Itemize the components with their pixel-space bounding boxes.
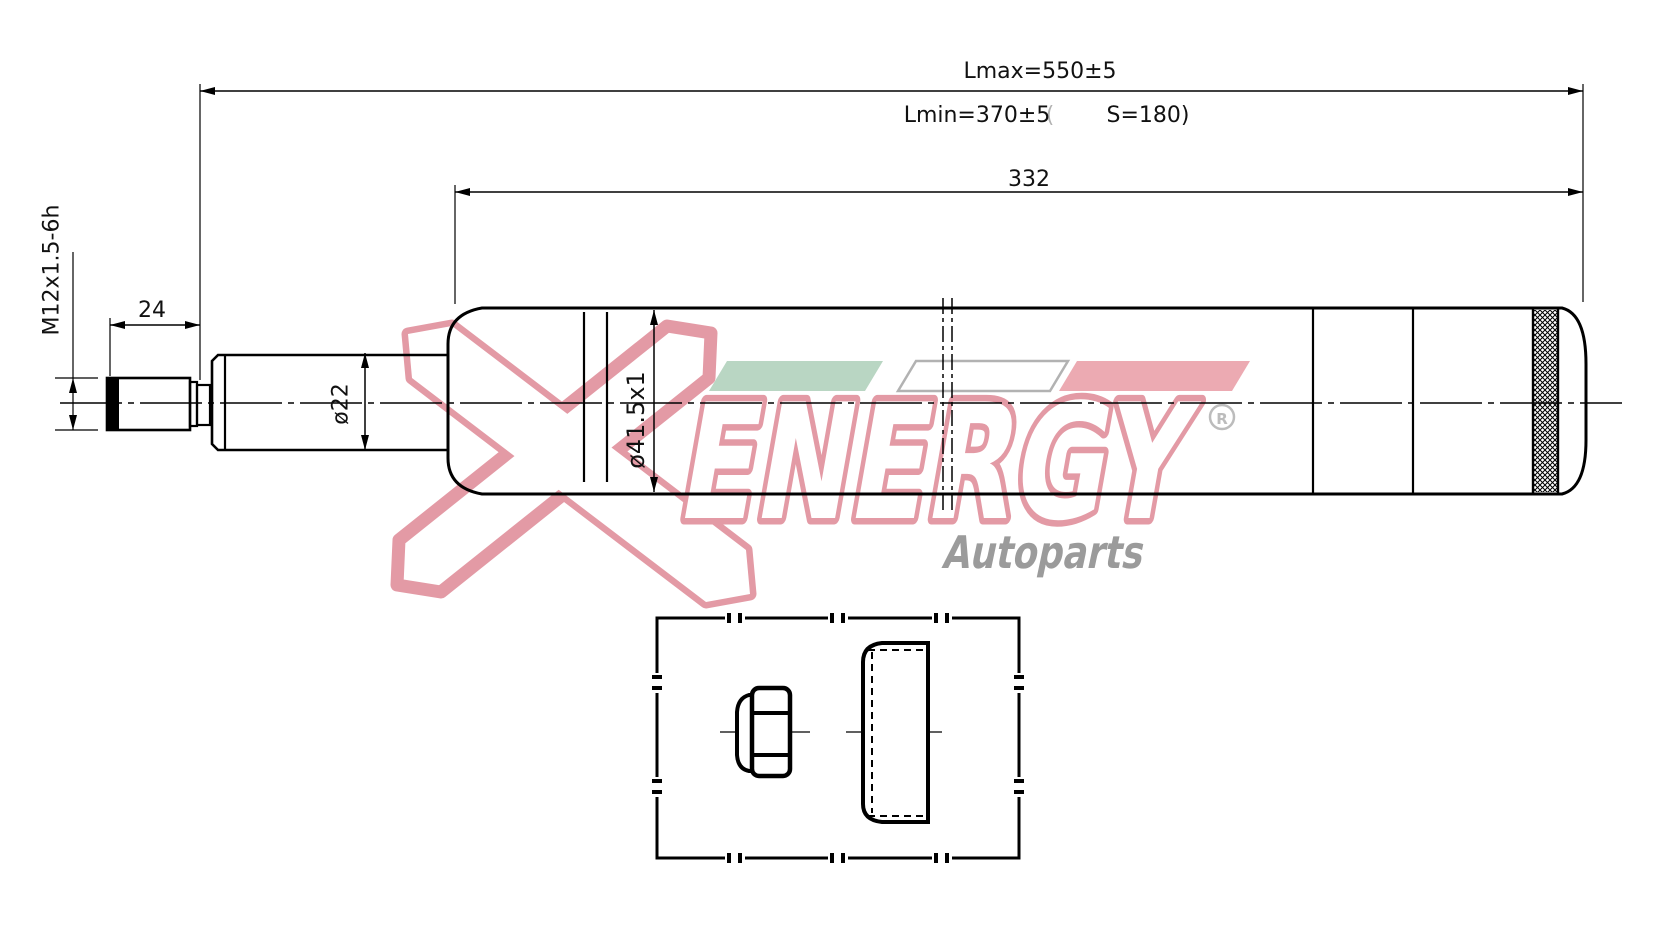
logo-tagline-group: Autoparts	[939, 526, 1150, 578]
logo-stripe-white	[895, 359, 1071, 393]
reservoir-tube	[446, 306, 1588, 496]
nut-body	[749, 685, 793, 779]
knurl-band-edges	[1531, 309, 1560, 494]
stroke-note-paren: (	[1046, 103, 1055, 128]
registered-mark-icon: R	[1208, 403, 1236, 431]
logo-stripe-green	[709, 361, 883, 391]
cap-outline	[861, 641, 930, 824]
tube-seam-lines	[582, 312, 609, 482]
logo-x-mark	[390, 319, 757, 609]
accessory-kit-box	[650, 611, 1026, 865]
tube-diameter-label: ø41.5x1	[622, 371, 650, 469]
stud-thread-relief	[107, 378, 119, 430]
dimension-labels: Lmax=550±5 Lmin=370±5 ( S=180) 332 24 M1…	[40, 59, 1190, 469]
cap-hidden-lines	[868, 649, 924, 817]
lmin-label: Lmin=370±5	[904, 103, 1051, 128]
xenergy-logo-watermark: ENERGY R Autoparts	[390, 319, 1250, 609]
protection-cap	[846, 641, 942, 824]
stud-ext-ticks	[55, 377, 98, 431]
shock-absorber-outline	[60, 298, 1622, 513]
registered-mark-letter: R	[1216, 410, 1228, 428]
nut-facet-lines	[752, 711, 790, 757]
rod-diameter-label: ø22	[329, 383, 354, 424]
logo-tagline: Autoparts	[939, 526, 1150, 578]
thread-spec-label: M12x1.5-6h	[40, 205, 65, 336]
dimension-arrowheads	[69, 87, 1583, 492]
kit-box-border-ticks	[650, 611, 1026, 865]
thread-length-label: 24	[138, 298, 166, 323]
break-line-pair	[942, 298, 953, 513]
logo-stripe-red	[1059, 361, 1250, 391]
knurl-band	[1534, 310, 1557, 492]
lock-nut	[720, 685, 810, 779]
stroke-note-label: S=180)	[1107, 103, 1190, 128]
body-length-label: 332	[1008, 167, 1050, 192]
piston-rod	[210, 353, 448, 452]
dimension-linework	[55, 84, 1584, 492]
kit-box-border	[655, 616, 1021, 860]
stud-groove-ring-2	[195, 383, 212, 427]
nut-flange	[735, 693, 753, 773]
stud-outline	[105, 376, 192, 432]
lmax-label: Lmax=550±5	[963, 59, 1116, 84]
logo-wordmark: ENERGY	[668, 370, 1207, 557]
logo-wordmark-group: ENERGY	[661, 364, 1213, 564]
